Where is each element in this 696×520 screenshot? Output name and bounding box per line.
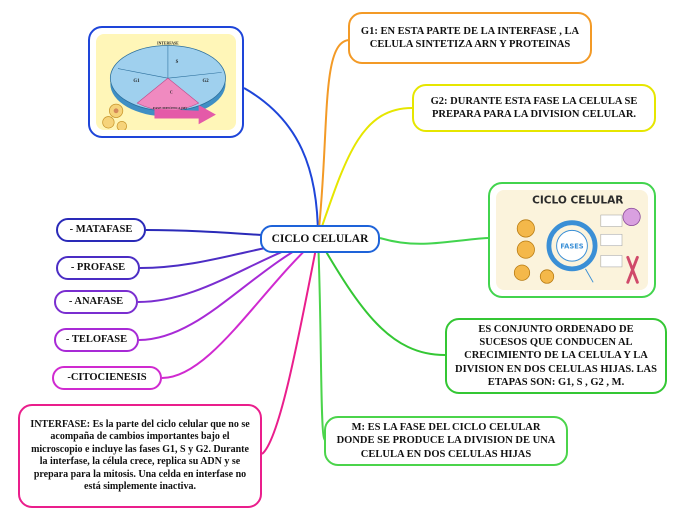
wheel-label-top: INTERFASE bbox=[157, 42, 179, 46]
root-topic[interactable]: CICLO CELULAR bbox=[260, 225, 380, 253]
node-interfase-label: INTERFASE: Es la parte del ciclo celular… bbox=[30, 418, 250, 493]
wheel-label-g1: G1 bbox=[133, 79, 140, 84]
node-anafase[interactable]: - ANAFASE bbox=[54, 290, 138, 314]
node-profase[interactable]: - PROFASE bbox=[56, 256, 140, 280]
wheel-drawing: INTERFASE S G1 G2 C FASE MITÓTICA (M) bbox=[102, 42, 226, 130]
link-g1 bbox=[317, 39, 351, 239]
node-telofase[interactable]: - TELOFASE bbox=[54, 328, 139, 352]
node-metafase[interactable]: - MATAFASE bbox=[56, 218, 146, 242]
wheel-label-c: C bbox=[170, 91, 173, 95]
node-g2-label: G2: DURANTE ESTA FASE LA CELULA SE PREPA… bbox=[430, 95, 638, 120]
node-definicion-label: ES CONJUNTO ORDENADO DE SUCESOS QUE COND… bbox=[455, 324, 657, 388]
wheel-label-bottom: FASE MITÓTICA (M) bbox=[153, 105, 187, 110]
cell-cycle-wheel-image[interactable]: INTERFASE S G1 G2 C FASE MITÓTICA (M) bbox=[88, 26, 244, 138]
node-g1[interactable]: G1: EN ESTA PARTE DE LA INTERFASE , LA C… bbox=[348, 12, 592, 64]
wheel-figure: INTERFASE S G1 G2 C FASE MITÓTICA (M) bbox=[96, 34, 236, 130]
node-telofase-label: - TELOFASE bbox=[65, 334, 128, 346]
node-metafase-label: - MATAFASE bbox=[69, 224, 133, 236]
poster-center: FASES bbox=[560, 243, 583, 251]
wheel-label-s: S bbox=[176, 60, 179, 65]
link-interfase bbox=[261, 237, 319, 455]
node-citocinesis-label: -CITOCIENESIS bbox=[67, 372, 147, 384]
root-topic-label: CICLO CELULAR bbox=[271, 232, 369, 245]
link-citocinesis bbox=[161, 237, 319, 379]
node-citocinesis[interactable]: -CITOCIENESIS bbox=[52, 366, 162, 390]
cell-cycle-poster-image[interactable]: CICLO CELULAR FASES bbox=[488, 182, 656, 298]
link-poster bbox=[379, 237, 489, 245]
poster-drawing: CICLO CELULAR FASES bbox=[513, 194, 641, 284]
link-g2 bbox=[317, 107, 413, 239]
node-g1-label: G1: EN ESTA PARTE DE LA INTERFASE , LA C… bbox=[360, 25, 580, 50]
node-anafase-label: - ANAFASE bbox=[68, 296, 124, 308]
wheel-label-g2: G2 bbox=[202, 79, 209, 84]
link-m bbox=[317, 237, 326, 441]
node-profase-label: - PROFASE bbox=[70, 262, 126, 274]
link-wheel bbox=[243, 87, 319, 239]
node-definicion[interactable]: ES CONJUNTO ORDENADO DE SUCESOS QUE COND… bbox=[445, 318, 667, 394]
node-interfase[interactable]: INTERFASE: Es la parte del ciclo celular… bbox=[18, 404, 262, 508]
link-telofase bbox=[138, 237, 319, 341]
poster-title: CICLO CELULAR bbox=[532, 194, 623, 206]
node-m[interactable]: M: ES LA FASE DEL CICLO CELULAR DONDE SE… bbox=[324, 416, 568, 466]
link-definicion bbox=[317, 237, 446, 356]
node-m-label: M: ES LA FASE DEL CICLO CELULAR DONDE SE… bbox=[336, 422, 556, 460]
poster-figure: CICLO CELULAR FASES bbox=[496, 190, 648, 290]
node-g2[interactable]: G2: DURANTE ESTA FASE LA CELULA SE PREPA… bbox=[412, 84, 656, 132]
